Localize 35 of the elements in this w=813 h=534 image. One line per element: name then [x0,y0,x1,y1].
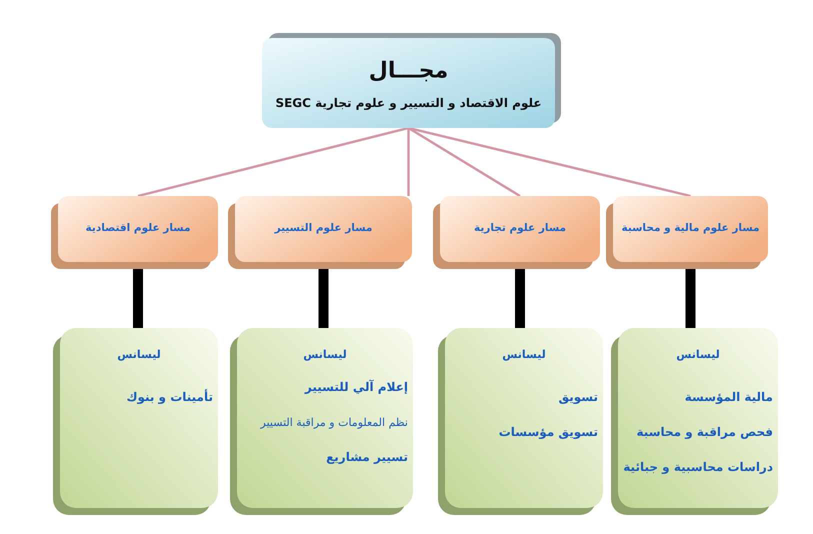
program-label: دراسات محاسبية و جبائية [623,460,773,476]
subheading: علوم الاقتصاد و التسيير و علوم تجارية SEGC [275,96,542,112]
domain-box [262,33,561,128]
degree-label: ليسانس [303,348,347,362]
connector-line [138,126,409,198]
program-label: فحص مراقبة و محاسبة [636,425,773,441]
program-label: تسويق مؤسسات [498,425,598,441]
program-box [438,328,603,515]
track-label: مسار علوم مالية و محاسبة [621,222,760,236]
degree-label: ليسانس [502,348,546,362]
degree-label: ليسانس [117,348,161,362]
track-box [51,196,218,269]
program-label: تسيير مشاريع [326,450,408,466]
degree-label: ليسانس [676,348,720,362]
connector-bar [515,269,525,328]
connector-line [407,128,410,196]
track-label: مسار علوم اقتصادية [86,222,190,236]
program-box [53,328,218,515]
connector-bar [686,269,696,328]
connector-line [408,126,521,198]
heading: مجـــال [368,58,448,86]
connector-bar [318,269,328,328]
track-box [606,196,768,269]
track-box [228,196,412,269]
program-label: إعلام آلي للتسيير [304,380,408,396]
program-label: تأمينات و بنوك [126,390,213,406]
program-label: نظم المعلومات و مراقبة التسيير [260,416,408,430]
program-label: تسويق [558,390,598,406]
track-label: مسار علوم التسيير [274,222,372,236]
program-label: مالية المؤسسة [684,390,773,406]
track-box [433,196,600,269]
connector-bar [133,269,143,328]
track-label: مسار علوم تجارية [474,222,566,236]
program-box [230,328,413,515]
program-box [611,328,778,515]
